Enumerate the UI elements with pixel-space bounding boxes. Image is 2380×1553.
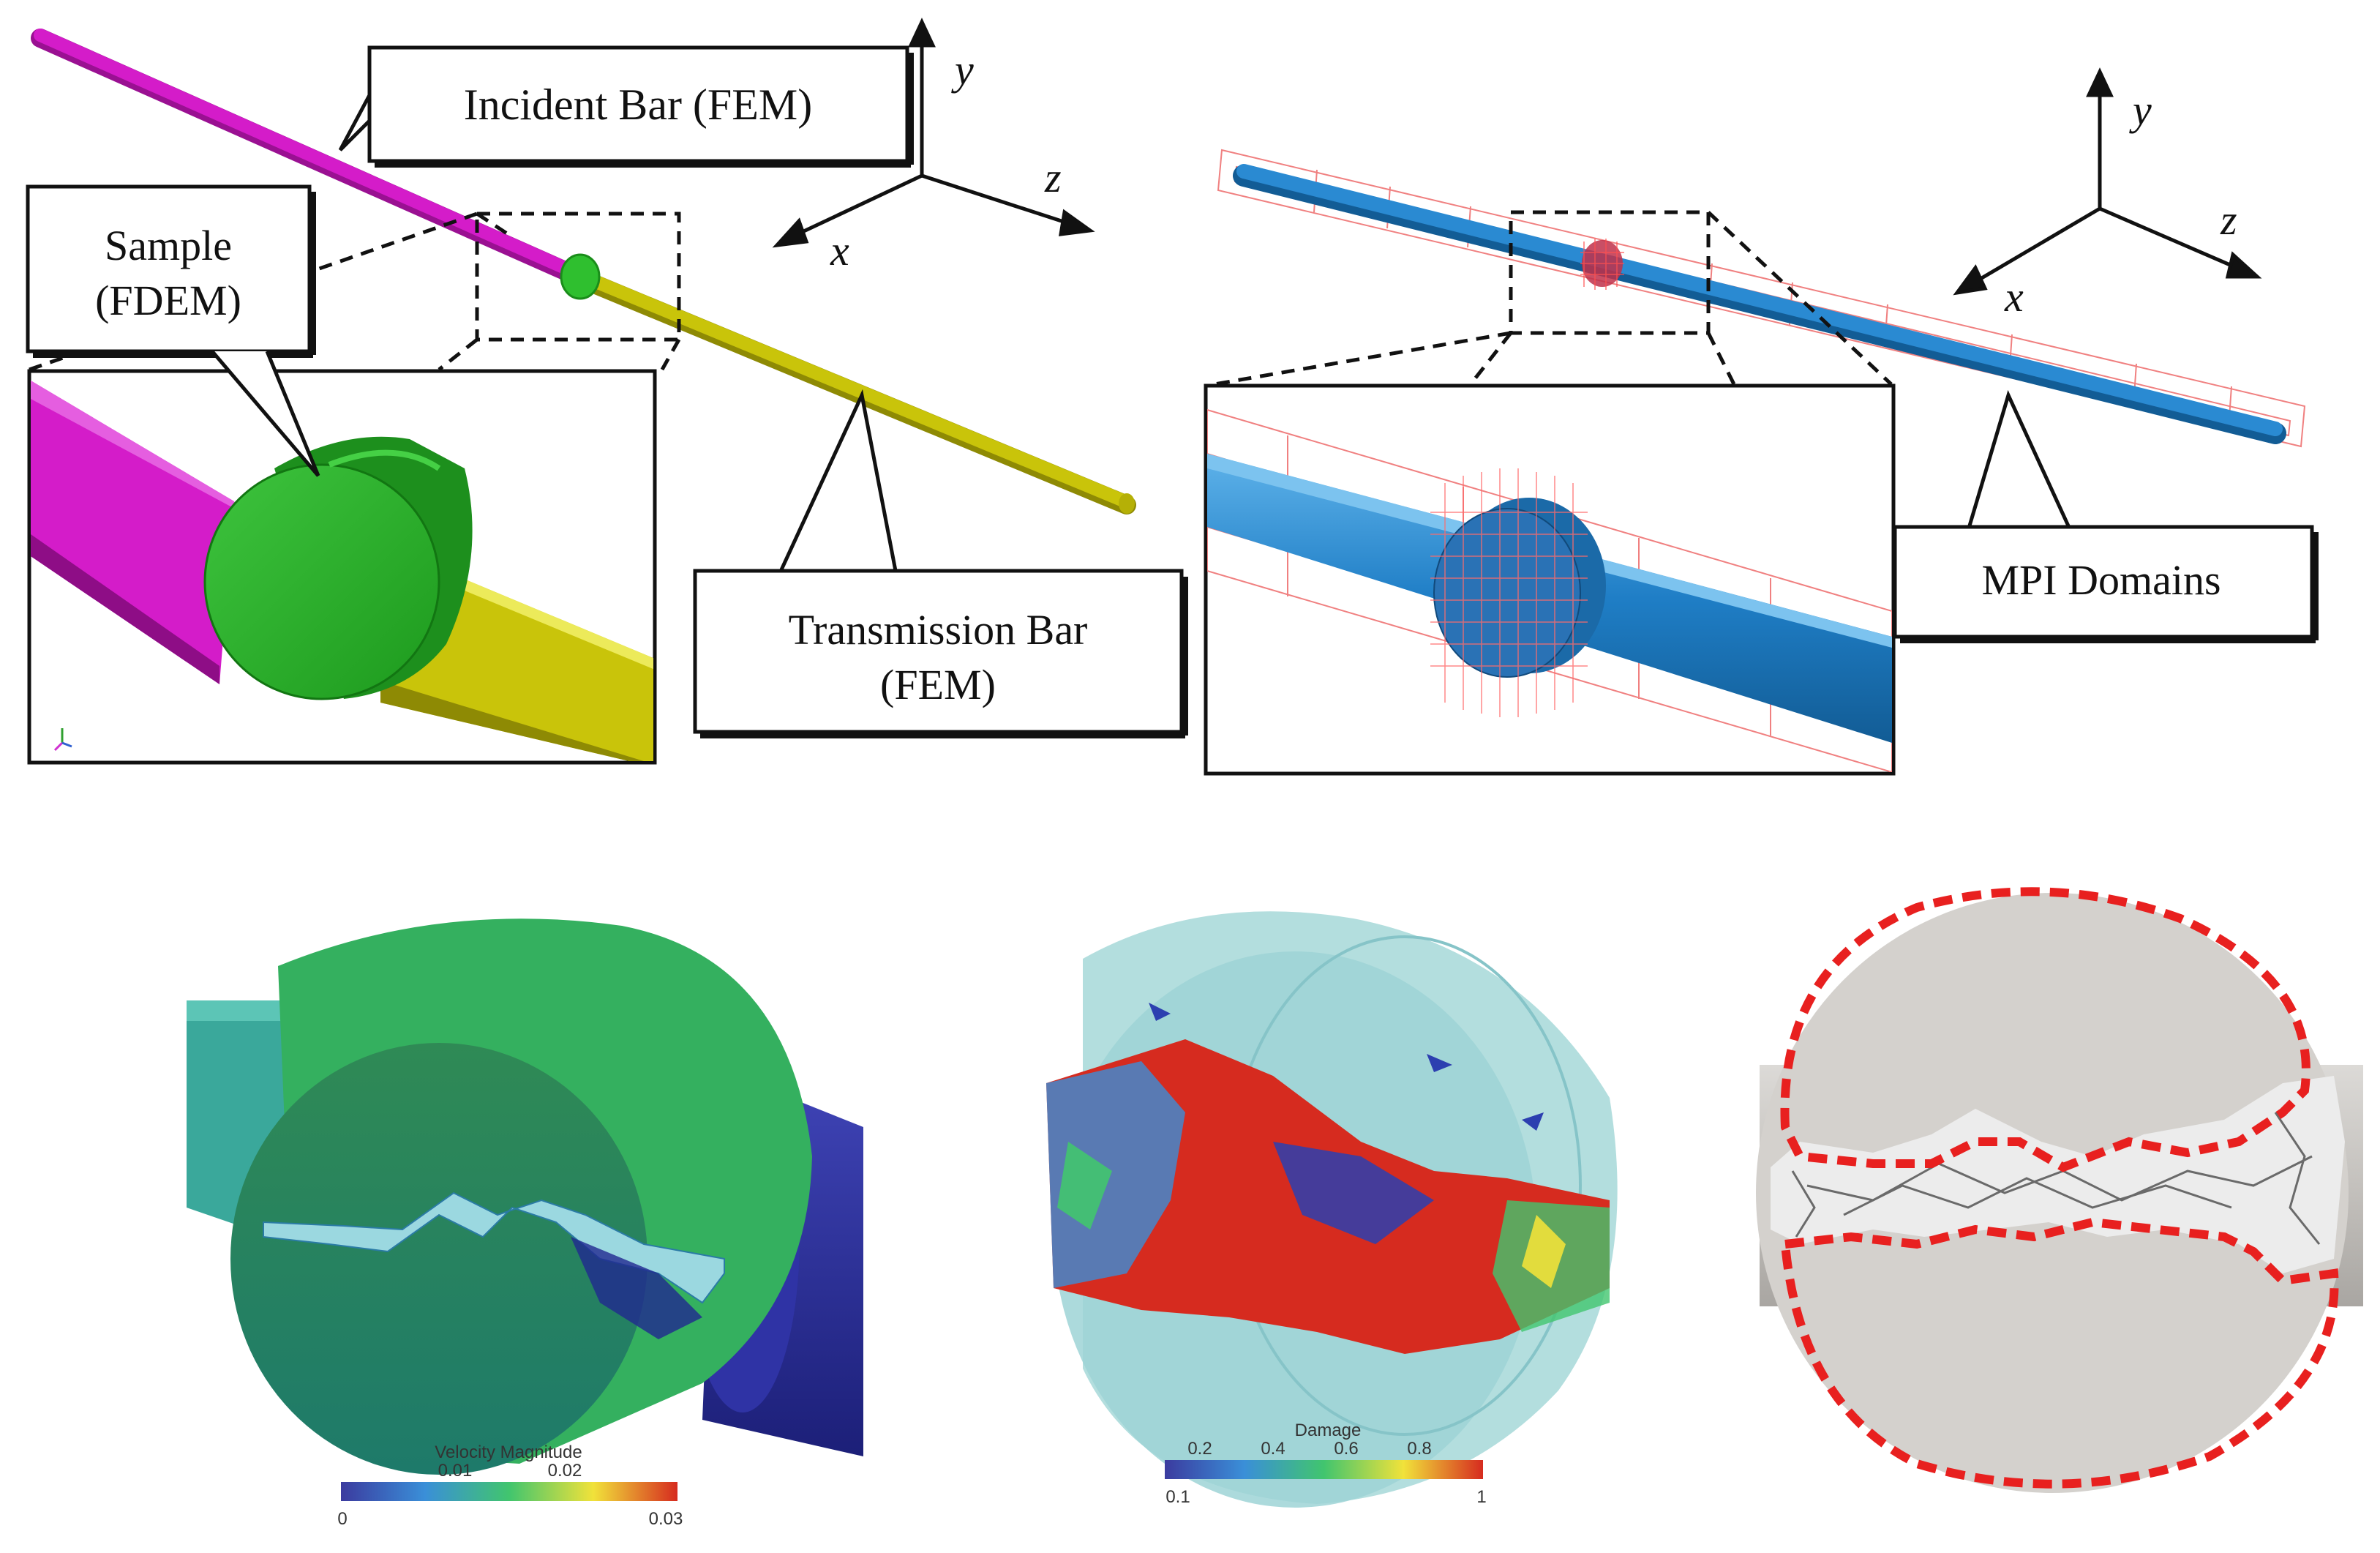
velocity-tick-002: 0.02 [548, 1461, 582, 1481]
zoom-inset-left [27, 369, 657, 765]
velocity-tick-001: 0.01 [438, 1461, 473, 1481]
mpi-bar [1233, 164, 2286, 444]
velocity-panel: Velocity Magnitude 0.01 0.02 0 0.03 [187, 918, 863, 1529]
transmission-bar [579, 272, 1136, 514]
transmission-callout: Transmission Bar (FEM) [693, 389, 1188, 738]
damage-tick-1: 1 [1476, 1487, 1486, 1507]
damage-colorbar-title: Damage [1295, 1421, 1362, 1440]
setup-left-panel: Incident Bar (FEM) Sample (FDEM) Transmi… [26, 18, 1188, 765]
sample-small [560, 253, 601, 300]
damage-tick-08: 0.8 [1407, 1439, 1431, 1459]
velocity-colorbar: Velocity Magnitude 0.01 0.02 0 0.03 [337, 1442, 683, 1529]
damage-panel: Damage 0.2 0.4 0.6 0.8 0.1 1 [1046, 911, 1618, 1508]
velocity-colorbar-title: Velocity Magnitude [435, 1442, 582, 1462]
transmission-label-line2: (FEM) [880, 661, 996, 708]
velocity-colorbar-gradient [341, 1482, 677, 1501]
mpi-label: MPI Domains [1981, 556, 2221, 604]
sample-label-line1: Sample [105, 222, 232, 269]
zoom-box-right [1214, 210, 1893, 386]
damage-colorbar: Damage 0.2 0.4 0.6 0.8 0.1 1 [1165, 1421, 1487, 1507]
sample-callout: Sample (FDEM) [26, 184, 320, 477]
damage-tick-04: 0.4 [1261, 1439, 1285, 1459]
mpi-callout: MPI Domains [1893, 389, 2319, 643]
damage-tick-06: 0.6 [1334, 1439, 1358, 1459]
velocity-tick-003: 0.03 [649, 1509, 683, 1529]
damage-tick-01: 0.1 [1165, 1487, 1190, 1507]
setup-right-panel: MPI Domains y z x [1204, 67, 2319, 776]
axis-z-right: z [2220, 196, 2237, 244]
axis-x-left: x [830, 227, 849, 274]
axes-triad-right: y z x [1953, 67, 2262, 321]
fracture-panel [1756, 887, 2363, 1493]
incident-callout: Incident Bar (FEM) [338, 45, 914, 168]
sample-label-line2: (FDEM) [95, 277, 241, 324]
incident-bar [31, 29, 588, 286]
axes-triad-left: y z x [772, 18, 1095, 274]
transmission-label-line1: Transmission Bar [789, 606, 1088, 654]
damage-colorbar-gradient [1165, 1460, 1483, 1479]
incident-label: Incident Bar (FEM) [464, 81, 813, 129]
mini-triad-icon [53, 728, 72, 752]
axis-z-left: z [1044, 154, 1062, 201]
axis-x-right: x [2004, 273, 2024, 321]
axis-y-left: y [951, 46, 974, 94]
axis-y-right: y [2129, 86, 2152, 134]
zoom-inset-right [1204, 383, 1896, 776]
velocity-tick-0: 0 [337, 1509, 347, 1529]
damage-tick-02: 0.2 [1187, 1439, 1212, 1459]
fracture-outline [1780, 887, 2339, 1489]
